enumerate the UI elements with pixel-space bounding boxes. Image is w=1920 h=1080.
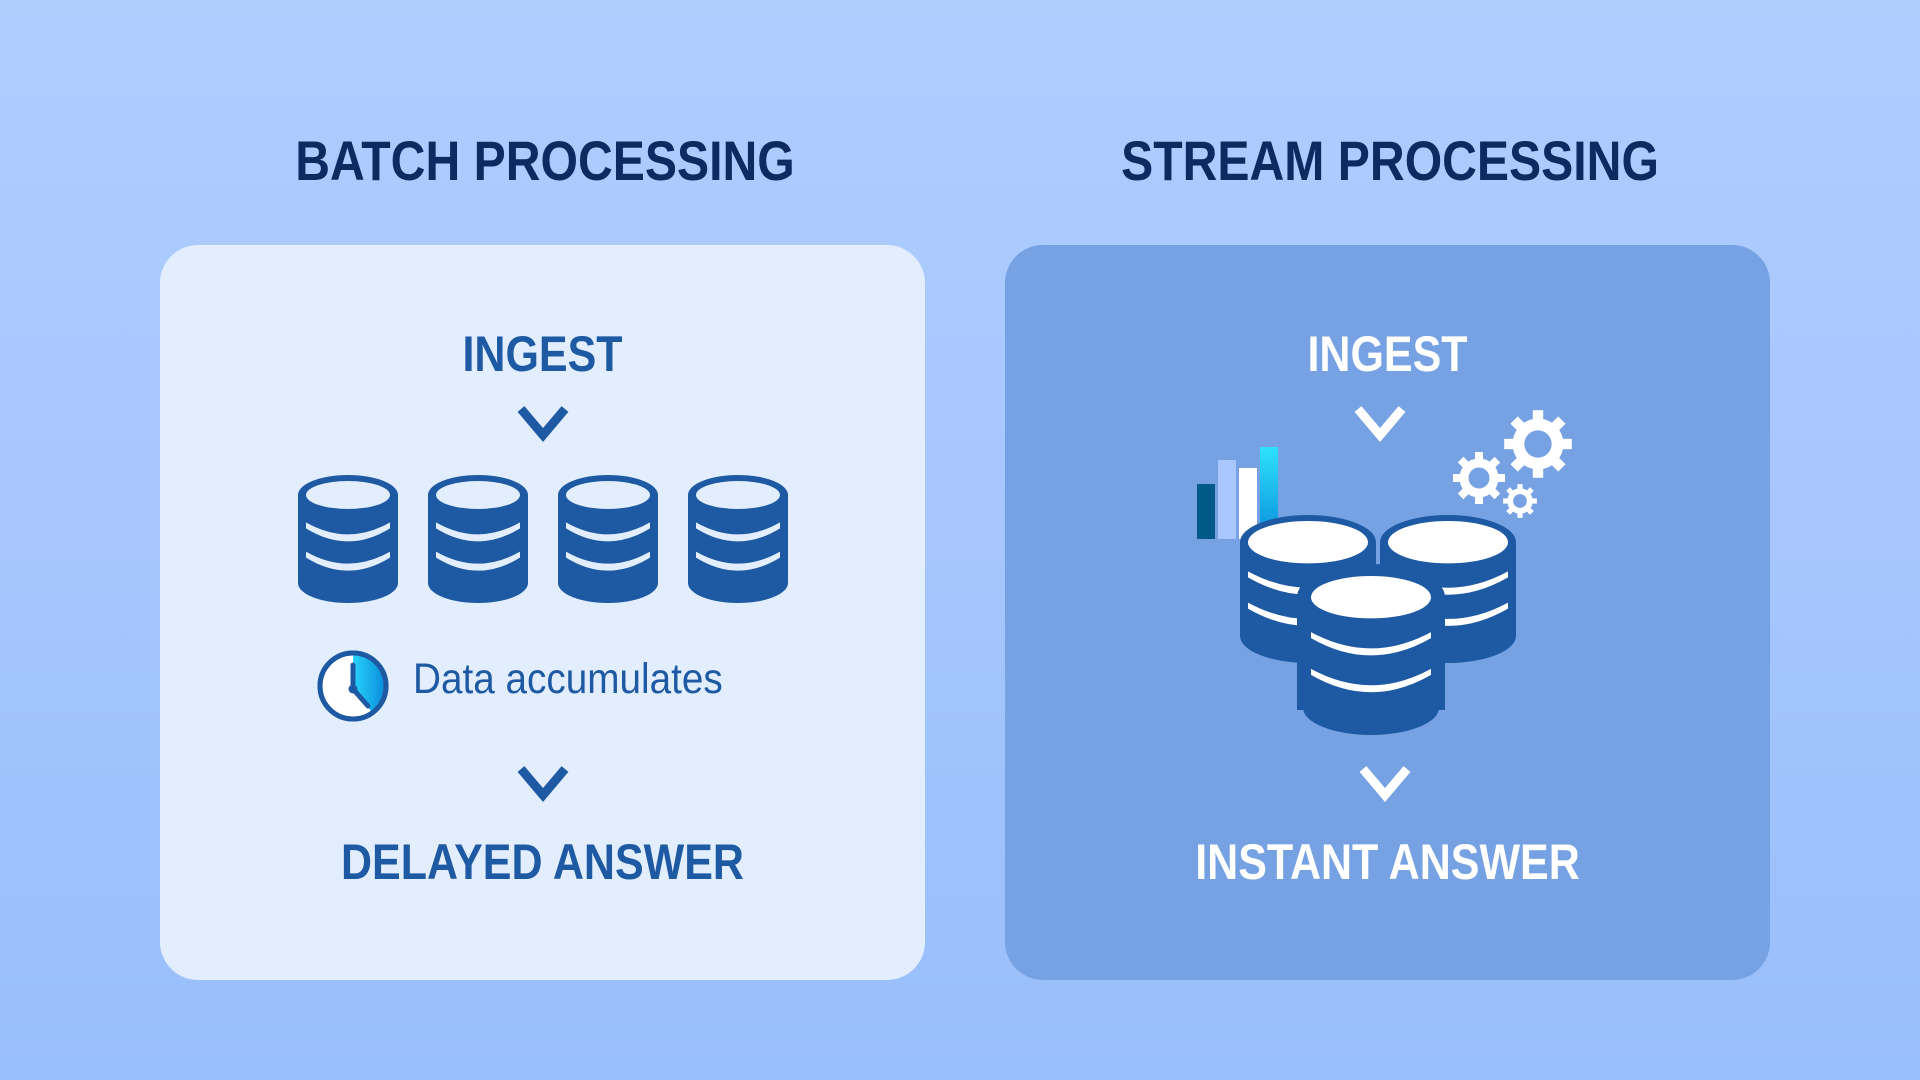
chevron-down-icon: [517, 766, 569, 802]
database-icon: [558, 475, 658, 603]
batch-result-label: DELAYED ANSWER: [341, 834, 744, 890]
chevron-down-icon: [1354, 406, 1406, 442]
database-icon: [428, 475, 528, 603]
chevron-down-icon: [1359, 766, 1411, 802]
batch-card: INGEST Data accumulates DELAYED ANSWER: [160, 245, 925, 980]
database-icon: [298, 475, 398, 603]
batch-title: BATCH PROCESSING: [295, 129, 795, 192]
clock-icon: [317, 650, 389, 722]
database-group: [160, 475, 925, 605]
bar-chart-bar: [1239, 468, 1257, 539]
bar-chart-bar: [1218, 460, 1236, 539]
stream-ingest-label: INGEST: [1307, 326, 1468, 382]
database-cluster: [1240, 515, 1516, 735]
gear-icon: [1504, 410, 1572, 478]
bar-chart-icon: [1197, 447, 1278, 539]
stream-result-label: INSTANT ANSWER: [1195, 834, 1580, 890]
stream-card: INGEST INSTANT ANSWER: [1005, 245, 1770, 980]
bar-chart-bar: [1197, 484, 1215, 539]
chevron-down-icon: [517, 406, 569, 442]
database-icon: [688, 475, 788, 603]
bar-chart-bar: [1260, 447, 1278, 539]
batch-ingest-label: INGEST: [462, 326, 623, 382]
database-icon: [1297, 564, 1445, 735]
gear-icon: [1503, 484, 1537, 518]
stream-title: STREAM PROCESSING: [1121, 129, 1659, 192]
gear-icon: [1453, 452, 1505, 504]
accumulate-note: Data accumulates: [413, 655, 723, 703]
gears-icon: [1453, 410, 1572, 518]
